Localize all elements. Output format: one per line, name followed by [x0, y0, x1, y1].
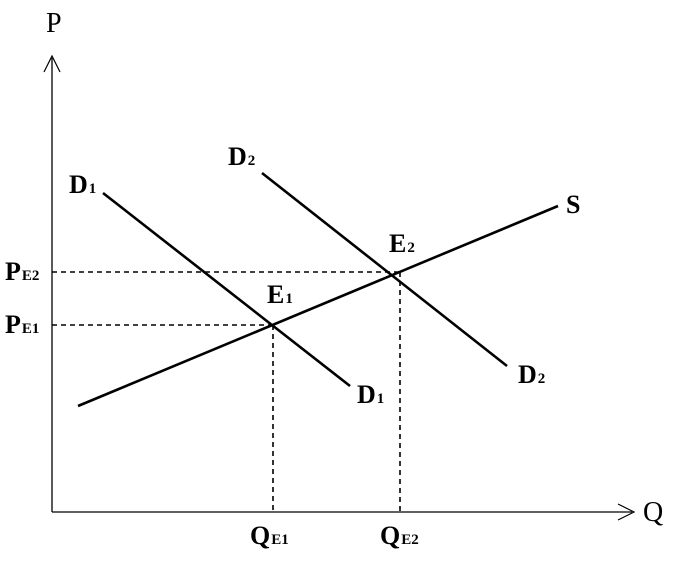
y-axis-arrow [43, 54, 61, 73]
supply-curve [77, 204, 559, 408]
demand1-bottom-label: D1 [357, 380, 384, 409]
x-axis-arrow [617, 503, 636, 521]
y-axis-label: P [46, 8, 62, 39]
x-axis-label: Q [643, 497, 663, 528]
demand2-top-label: D2 [228, 142, 255, 171]
qe1-label: QE1 [250, 521, 289, 550]
supply-label: S [566, 190, 580, 219]
demand2-bottom-label: D2 [518, 360, 545, 389]
pe2-label: PE2 [5, 257, 39, 286]
demand1-top-label: D1 [69, 170, 96, 199]
demand-curve-1 [102, 191, 351, 388]
pe1-label: PE1 [5, 310, 39, 339]
e1-label: E1 [267, 280, 293, 309]
e2-label: E2 [389, 229, 415, 258]
qe2-label: QE2 [380, 521, 419, 550]
demand-curve-2 [261, 171, 508, 368]
